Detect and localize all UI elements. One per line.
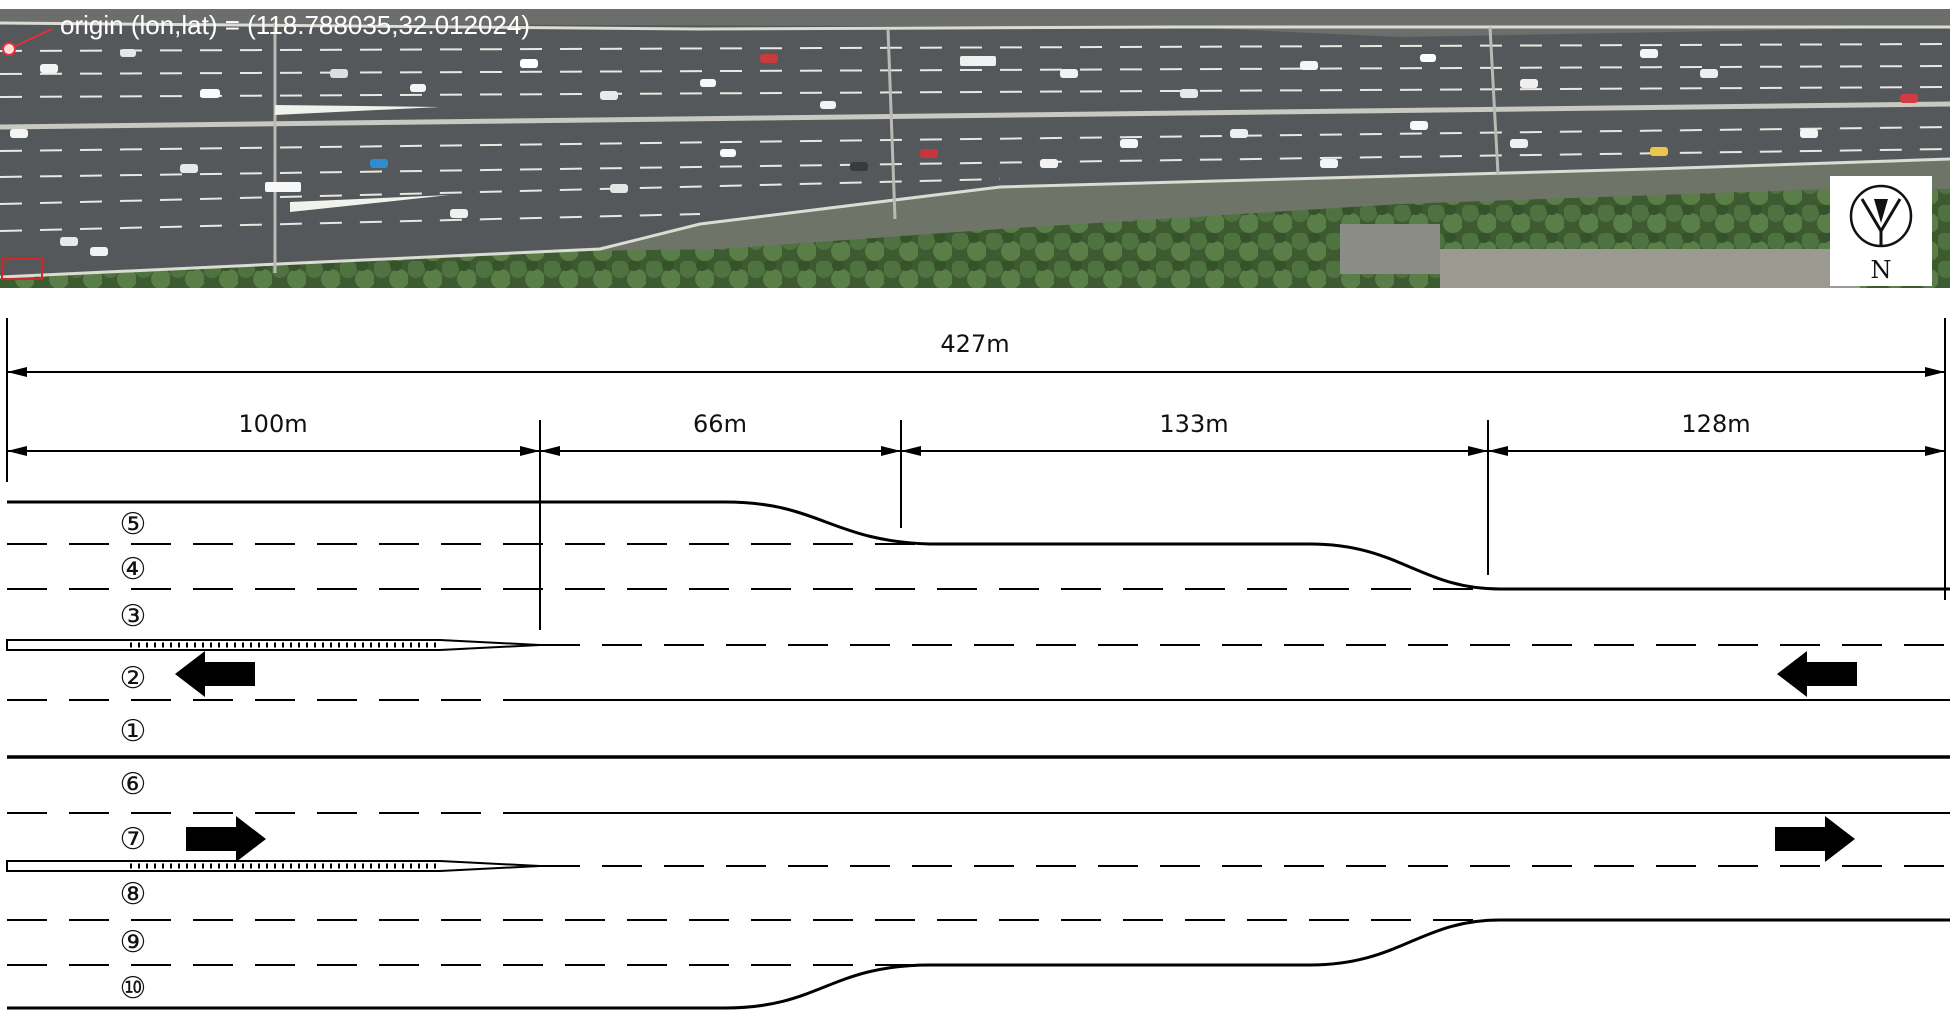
road-edge-lines [7,500,1950,1010]
compass-north-label: N [1871,256,1892,284]
direction-arrows [175,651,1857,862]
north-road-edge [7,500,1950,591]
lane-label-2: ② [120,661,147,696]
south-road-edge [7,918,1950,1010]
red-box-marker [1,258,43,280]
road-median [0,101,1950,130]
upper-lane-markings [0,43,1950,98]
dim-label-total: 427m [940,330,1009,358]
road-top-edge [0,9,1950,37]
lane-label-10: ⑩ [120,971,147,1006]
dashed-lane-dividers [7,543,1950,966]
gantry-lines [273,23,1500,273]
lower-lane-markings [0,126,1950,232]
lane-label-3: ③ [120,599,147,634]
dim-label-segment-3: 133m [1159,410,1228,438]
sidewalk-area [1440,249,1860,288]
origin-marker [2,42,16,56]
eastbound-arrow-icon-left [186,816,266,862]
lane-label-7: ⑦ [120,822,147,857]
westbound-arrow-icon-left [175,651,255,697]
lane-label-4: ④ [120,552,147,587]
eastbound-arrow-icon-right [1775,816,1855,862]
dim-label-segment-4: 128m [1681,410,1750,438]
aerial-photo: origin (lon,lat) = (118.788035,32.012024… [0,9,1950,288]
north-compass: N [1830,176,1932,286]
lane-labels: ⑤ ④ ③ ② ① ⑥ ⑦ ⑧ ⑨ ⑩ [120,507,147,1006]
dim-label-segment-1: 100m [238,410,307,438]
dimension-annotations: 427m 100m 66m 133m 128m [6,318,1946,630]
origin-label: origin (lon,lat) = (118.788035,32.012024… [60,10,530,40]
lane-label-5: ⑤ [120,507,147,542]
lane-label-6: ⑥ [120,767,147,802]
road-edge-south [0,157,1950,279]
origin-leader-line [8,28,53,50]
compass-circle [1849,184,1913,248]
lane-label-8: ⑧ [120,877,147,912]
lane-label-9: ⑨ [120,925,147,960]
gore-area-north [6,639,541,651]
westbound-arrow-icon-right [1777,651,1857,697]
vehicles [10,49,1918,256]
gore-area-south [6,860,541,872]
road-edge-north [0,21,1950,31]
road-surface [0,9,1950,277]
building-block [1340,224,1440,274]
aerial-photo-drawing: origin (lon,lat) = (118.788035,32.012024… [0,9,1950,288]
lane-label-1: ① [120,714,147,749]
hatch-chevrons [275,105,450,212]
dim-label-segment-2: 66m [693,410,747,438]
